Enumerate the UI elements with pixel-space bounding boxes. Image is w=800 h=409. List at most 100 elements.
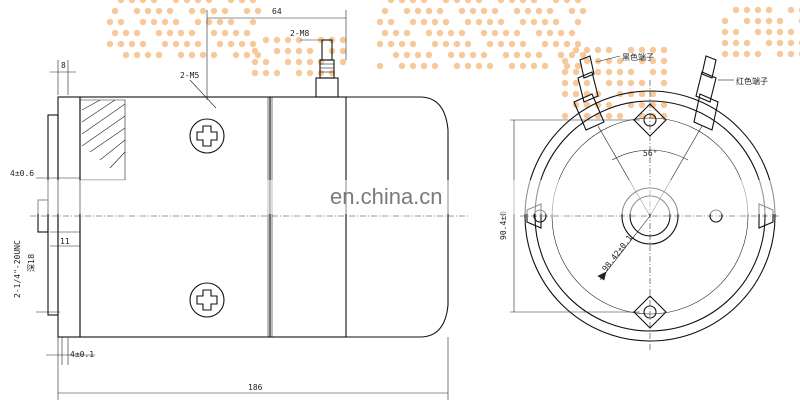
watermark-dot [583,112,591,120]
watermark-dot [594,46,602,54]
watermark-dot [117,0,125,4]
watermark-dot [414,7,422,15]
watermark-dot [475,0,483,4]
watermark-dot [721,28,729,36]
watermark-dot [513,51,521,59]
watermark-dot [398,62,406,70]
motor-side-view: 64 2-M8 2-M5 8 4±0.6 11 2-1/4"-20UNC 深18… [10,7,470,400]
watermark-dot [210,51,218,59]
watermark-dot [295,36,303,44]
watermark-dot [284,36,292,44]
label-height: 90.4±0 [499,211,508,240]
watermark-dot [216,40,224,48]
watermark-dot [568,29,576,37]
watermark-text: en.china.cn [330,184,443,209]
watermark-dot [227,18,235,26]
watermark-dot [273,36,281,44]
watermark-dot [552,40,560,48]
watermark-dot [519,62,527,70]
watermark-dot [561,90,569,98]
watermark-dot [205,18,213,26]
watermark-dot [144,7,152,15]
watermark-dot [787,6,795,14]
dim-shaft-step: 4±0.1 [70,350,94,359]
watermark-dot [376,62,384,70]
watermark-dot [295,47,303,55]
watermark-dot [172,18,180,26]
watermark-dot [563,40,571,48]
watermark-dot [306,69,314,77]
watermark-dot [754,28,762,36]
watermark-dot [188,51,196,59]
watermark-dot [594,57,602,65]
watermark-dot [106,18,114,26]
watermark-dot [616,57,624,65]
watermark-dot [649,68,657,76]
watermark-dot [469,7,477,15]
watermark-dot [732,50,740,58]
watermark-dot [754,50,762,58]
watermark-dot [638,46,646,54]
watermark-dot [541,18,549,26]
watermark-dot [557,51,565,59]
watermark-dot [776,17,784,25]
watermark-dot [392,51,400,59]
label-angle: 56° [643,149,657,158]
watermark-dot [572,46,580,54]
label-black-terminal: 黑色端子 [622,52,654,62]
watermark-dot [508,0,516,4]
watermark-dot [660,57,668,65]
watermark-dot [177,51,185,59]
watermark-dot [420,0,428,4]
watermark-dot [251,47,259,55]
watermark-dot [519,0,527,4]
watermark-dot [480,29,488,37]
watermark-dot [572,90,580,98]
watermark-dot [486,40,494,48]
watermark-dot [161,18,169,26]
watermark-dot [458,51,466,59]
watermark-dot [238,0,246,4]
watermark-dot [464,0,472,4]
watermark-dot [497,18,505,26]
watermark-dot [502,51,510,59]
watermark-dot [453,0,461,4]
watermark-dot [743,39,751,47]
watermark-dot [574,62,582,70]
watermark-dot [431,40,439,48]
label-pcd: 98.42±0.1 [600,233,634,273]
watermark-dot [638,90,646,98]
watermark-dot [273,47,281,55]
watermark-dot [106,40,114,48]
watermark-dot [306,58,314,66]
watermark-dot [513,7,521,15]
watermark-dot [442,18,450,26]
watermark-dot [491,29,499,37]
watermark-dot [381,29,389,37]
watermark-dot [480,51,488,59]
watermark-dot [605,112,613,120]
watermark-dot [221,29,229,37]
watermark-dot [502,29,510,37]
watermark-dot [469,51,477,59]
watermark-dot [535,29,543,37]
watermark-dot [541,62,549,70]
watermark-dot [199,7,207,15]
watermark-dot-pattern [106,0,800,120]
watermark-dot [491,7,499,15]
watermark-dot [524,7,532,15]
watermark-dot [409,62,417,70]
watermark-dot [732,39,740,47]
dim-thread-note: 深18 [27,254,36,272]
watermark-dot [638,79,646,87]
watermark-dot [339,47,347,55]
watermark-dot [732,6,740,14]
watermark-dot [776,50,784,58]
watermark-dot [513,29,521,37]
watermark-dot [464,62,472,70]
watermark-dot [249,40,257,48]
watermark-dot [616,79,624,87]
watermark-dot [194,18,202,26]
watermark-dot [561,68,569,76]
